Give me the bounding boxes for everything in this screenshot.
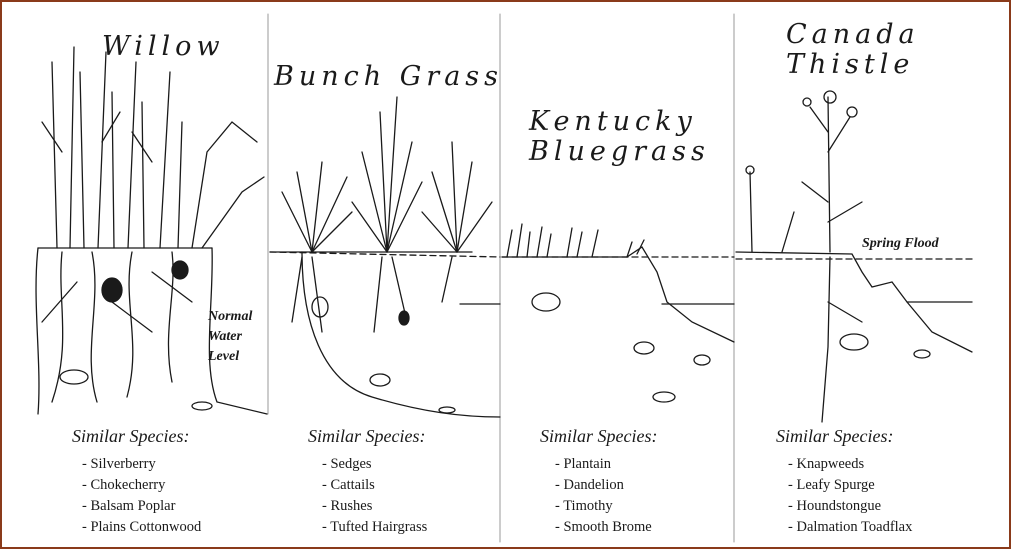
bunch-grass-drawing xyxy=(270,97,500,417)
list-item: Plains Cottonwood xyxy=(82,517,201,538)
list-item: Timothy xyxy=(555,496,652,517)
list-item: Knapweeds xyxy=(788,454,912,475)
list-item: Silverberry xyxy=(82,454,201,475)
list-item: Dandelion xyxy=(555,475,652,496)
species-heading: Similar Species: xyxy=(776,426,893,447)
list-item: Plantain xyxy=(555,454,652,475)
species-heading: Similar Species: xyxy=(540,426,657,447)
list-item: Chokecherry xyxy=(82,475,201,496)
species-list: Silverberry Chokecherry Balsam Poplar Pl… xyxy=(82,454,201,538)
species-heading: Similar Species: xyxy=(308,426,425,447)
list-item: Tufted Hairgrass xyxy=(322,517,427,538)
panel-title: Kentucky Bluegrass xyxy=(529,107,710,167)
species-list: Sedges Cattails Rushes Tufted Hairgrass xyxy=(322,454,427,538)
canada-thistle-drawing xyxy=(736,91,972,422)
water-level-label: Normal Water Level xyxy=(208,307,252,367)
list-item: Leafy Spurge xyxy=(788,475,912,496)
panel-title: Bunch Grass xyxy=(274,62,503,92)
list-item: Smooth Brome xyxy=(555,517,652,538)
kentucky-bluegrass-drawing xyxy=(502,224,734,402)
panel-title: Canada Thistle xyxy=(786,20,920,80)
spring-flood-label: Spring Flood xyxy=(862,236,939,252)
species-list: Knapweeds Leafy Spurge Houndstongue Dalm… xyxy=(788,454,912,538)
species-heading: Similar Species: xyxy=(72,426,189,447)
list-item: Dalmation Toadflax xyxy=(788,517,912,538)
list-item: Sedges xyxy=(322,454,427,475)
list-item: Cattails xyxy=(322,475,427,496)
list-item: Houndstongue xyxy=(788,496,912,517)
panel-title: Willow xyxy=(102,32,225,62)
list-item: Balsam Poplar xyxy=(82,496,201,517)
species-list: Plantain Dandelion Timothy Smooth Brome xyxy=(555,454,652,538)
list-item: Rushes xyxy=(322,496,427,517)
